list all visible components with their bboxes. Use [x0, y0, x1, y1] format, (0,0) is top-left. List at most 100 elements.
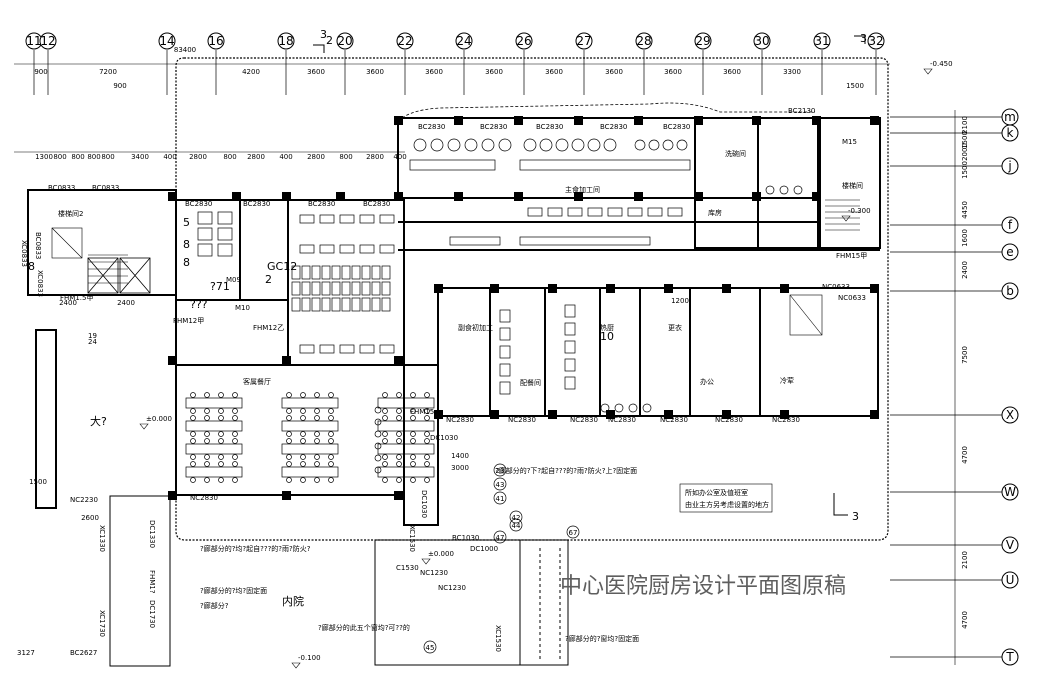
grid-bubble-top — [635, 32, 653, 50]
stove-burner — [413, 138, 427, 152]
grid-label-top: 26 — [516, 34, 531, 48]
door-label: NC2830 — [660, 416, 688, 424]
chair — [286, 461, 292, 467]
grid-bubble-right — [1001, 157, 1019, 175]
door-label: XC0833 — [20, 240, 28, 267]
grid-label-top: 30 — [754, 34, 769, 48]
chair — [396, 415, 402, 421]
lower-annex — [109, 495, 569, 667]
chair — [410, 415, 416, 421]
chair — [190, 415, 196, 421]
door-label: BC2830 — [418, 123, 445, 131]
section-mark-3-top — [854, 35, 866, 44]
chair — [218, 392, 224, 398]
door-label: NC2230 — [70, 496, 98, 504]
level-label: ±0.000 — [146, 415, 172, 423]
small-label: 41 — [496, 495, 505, 503]
column — [514, 116, 523, 125]
locker — [321, 281, 331, 296]
dimension-misc: 2400 — [59, 299, 77, 307]
small-label: 10 — [600, 330, 614, 343]
dimension-right: 2400 — [961, 261, 969, 279]
grid-label-top: 20 — [337, 34, 352, 48]
equipment — [499, 363, 511, 377]
door-label: NC2830 — [446, 416, 474, 424]
prep-table — [319, 244, 335, 254]
small-label: 45 — [426, 644, 435, 652]
dimension-right: 4700 — [961, 611, 969, 629]
dimension-top: 3600 — [307, 68, 325, 76]
chair — [286, 408, 292, 414]
chair — [314, 415, 320, 421]
chair — [218, 454, 224, 460]
column — [394, 491, 403, 500]
section-label-3: 3 — [860, 32, 867, 45]
door-label: 3127 — [17, 649, 35, 657]
chair — [232, 431, 238, 437]
chair — [204, 477, 210, 483]
dimension-top: 3300 — [783, 68, 801, 76]
dimension-second: 2800 — [366, 153, 384, 161]
dimension-top: 3600 — [723, 68, 741, 76]
column — [870, 116, 879, 125]
locker — [321, 297, 331, 312]
dimension-misc: 1500 — [846, 82, 864, 90]
chair — [314, 454, 320, 460]
door-label: NC1230 — [438, 584, 466, 592]
dimension-top: 3600 — [605, 68, 623, 76]
door-label: NC0633 — [838, 294, 866, 302]
chair — [286, 392, 292, 398]
door-label: XC1330 — [98, 525, 106, 552]
locker — [301, 297, 311, 312]
prep-table — [379, 344, 395, 354]
note-owner: 由业主方另考虑设置的地方 — [685, 500, 769, 509]
grid-bubble-top — [867, 32, 885, 50]
door-label: BC0833 — [48, 184, 75, 192]
prep-table — [319, 214, 335, 224]
prep-table — [339, 344, 355, 354]
chair — [314, 392, 320, 398]
chair — [410, 461, 416, 467]
toilet-stall — [197, 211, 213, 225]
chair — [218, 477, 224, 483]
door-label: FHM12乙 — [253, 324, 284, 332]
chair — [300, 408, 306, 414]
small-label: ?71 — [210, 280, 230, 293]
sink — [374, 454, 382, 462]
dimension-right: 2000 — [961, 143, 969, 161]
locker — [321, 265, 331, 280]
column — [490, 410, 499, 419]
door-label: BC2830 — [600, 123, 627, 131]
dimension-top: 3600 — [664, 68, 682, 76]
column — [168, 192, 177, 201]
dimension-right: 2100 — [961, 116, 969, 134]
door-label: NC2830 — [508, 416, 536, 424]
dimension-second: 400 — [279, 153, 292, 161]
chair — [232, 477, 238, 483]
room-label: 楼梯间2 — [58, 209, 83, 218]
room-label: 楼梯间 — [842, 181, 863, 190]
sink — [600, 403, 610, 413]
level-marker — [421, 558, 431, 565]
dining-table — [281, 420, 339, 432]
grid-label-top: 31 — [814, 34, 829, 48]
stove-burner — [571, 138, 585, 152]
stove-burner — [481, 138, 495, 152]
note-4: ?廊部分的此五个窗均?可??的 — [318, 623, 410, 632]
work-table — [527, 207, 543, 217]
chair — [314, 461, 320, 467]
door-label: BC2830 — [663, 123, 690, 131]
chair — [396, 408, 402, 414]
chair — [328, 408, 334, 414]
dimension-right: 1500 — [961, 131, 969, 149]
door-label: BC2830 — [308, 200, 335, 208]
small-label: 19 — [88, 332, 97, 340]
kitchen-equipment — [299, 138, 803, 474]
chair — [396, 454, 402, 460]
chair — [382, 415, 388, 421]
chair — [424, 461, 430, 467]
stove-burner — [587, 138, 601, 152]
chair — [396, 461, 402, 467]
small-label: GC12 — [267, 260, 297, 273]
